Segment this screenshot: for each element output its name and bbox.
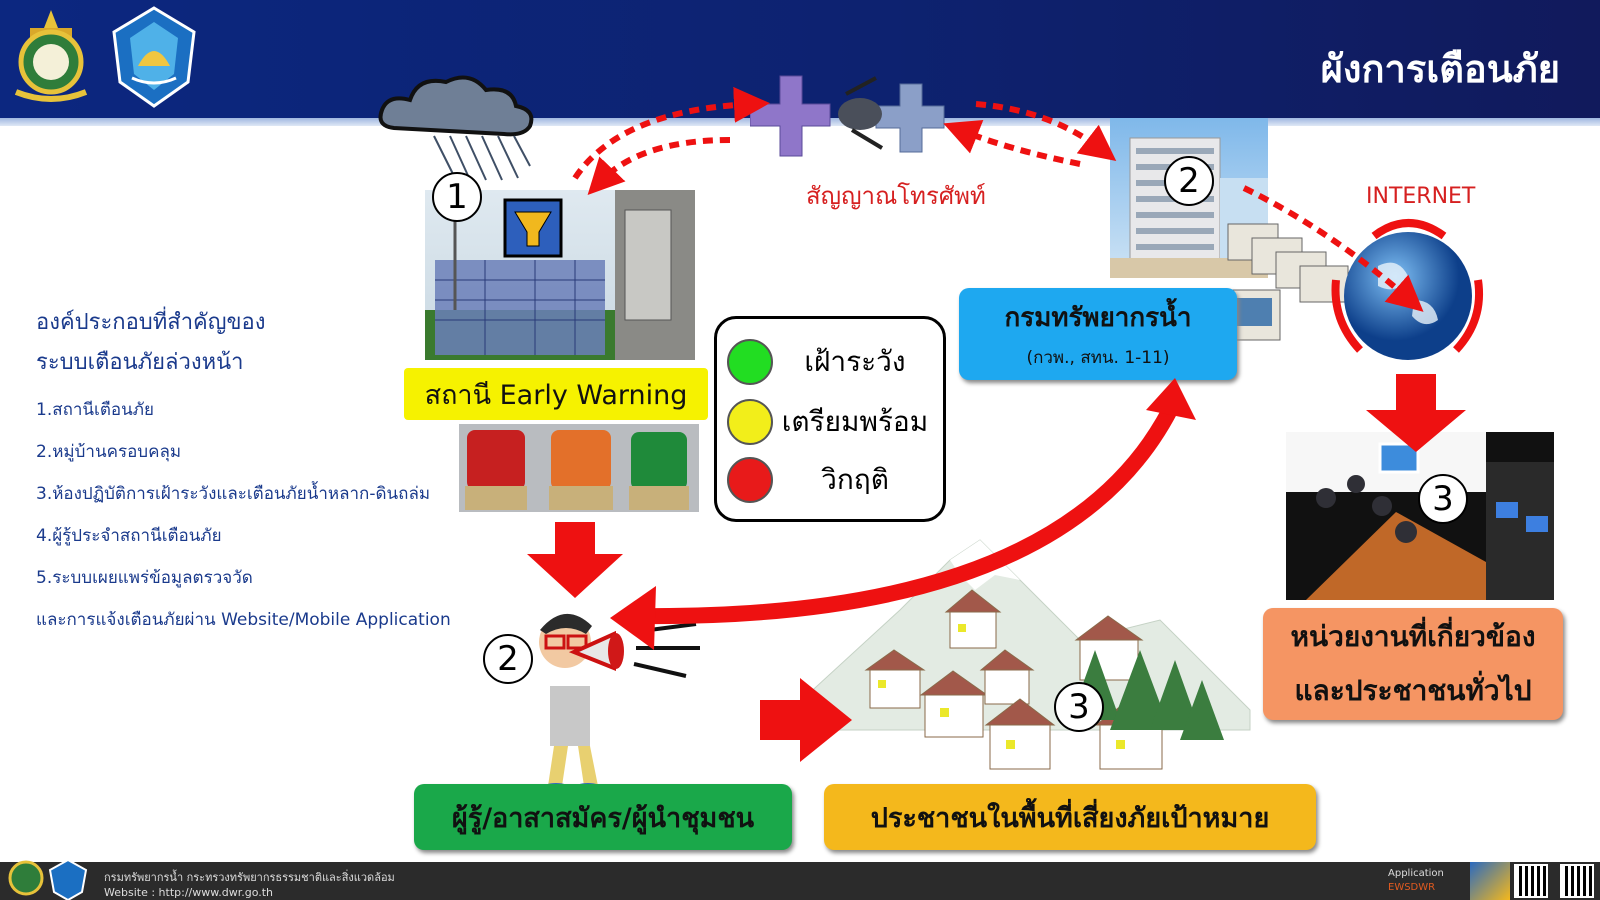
down-arrow-internet-to-agencies xyxy=(1366,374,1466,452)
footer-organization: กรมทรัพยากรน้ำ กระทรวงทรัพยากรธรรมชาติแล… xyxy=(104,871,395,884)
step-number-badge: 1 xyxy=(432,172,482,222)
dashed-arrow-satellite-to-station xyxy=(587,137,731,196)
component-item: 2.หมู่บ้านครอบคลุม xyxy=(36,442,182,462)
department-name: กรมทรัพยากรน้ำ xyxy=(1004,303,1192,333)
footer-bar xyxy=(0,862,1600,900)
legend-label: เฝ้าระวัง xyxy=(804,345,906,378)
alert-level-legend: เฝ้าระวัง เตรียมพร้อม วิกฤติ xyxy=(714,316,946,522)
red-alert-dot-icon xyxy=(727,457,773,503)
curved-arrow-department-to-volunteer xyxy=(639,396,1183,625)
phone-signal-label: สัญญาณโทรศัพท์ xyxy=(806,182,986,210)
mountain-village-illustration xyxy=(780,539,1251,770)
step-number-badge: 2 xyxy=(483,634,533,684)
curved-arrow-head-volunteer xyxy=(610,586,656,650)
royal-emblem-logo xyxy=(6,6,96,106)
yellow-alert-dot-icon xyxy=(727,399,773,445)
footer-app-label: Application xyxy=(1388,868,1444,879)
dashed-arrow-station-to-satellite xyxy=(572,86,770,180)
agencies-label-box: หน่วยงานที่เกี่ยวข้อง และประชาชนทั่วไป xyxy=(1263,608,1563,720)
down-arrow-station-to-volunteer xyxy=(527,522,623,598)
footer-app-name: EWSDWR xyxy=(1388,882,1436,893)
footer-website[interactable]: Website : http://www.dwr.go.th xyxy=(104,886,274,899)
agencies-line2: และประชาชนทั่วไป xyxy=(1294,674,1532,707)
component-item: 4.ผู้รู้ประจำสถานีเตือนภัย xyxy=(36,526,222,546)
satellite-icon xyxy=(750,75,945,157)
department-subunits: (กวพ., สทน. 1-11) xyxy=(1026,348,1170,368)
legend-label: วิกฤติ xyxy=(821,463,889,496)
meeting-room-photo xyxy=(1286,432,1554,600)
siren-lights-photo xyxy=(459,424,699,512)
components-heading-line1: องค์ประกอบที่สำคัญของ xyxy=(36,310,266,335)
station-label: สถานี Early Warning xyxy=(404,368,708,420)
dashed-arrow-department-to-internet xyxy=(1242,185,1424,312)
ews-app-icon[interactable] xyxy=(1470,862,1510,900)
legend-row: เตรียมพร้อม xyxy=(727,399,937,445)
component-item: 1.สถานีเตือนภัย xyxy=(36,400,154,420)
page-title: ผังการเตือนภัย xyxy=(1320,47,1560,91)
green-alert-dot-icon xyxy=(727,339,773,385)
step-number-badge: 3 xyxy=(1418,474,1468,524)
people-label: ประชาชนในพื้นที่เสี่ยงภัยเป้าหมาย xyxy=(824,784,1316,850)
dashed-arrow-department-to-satellite xyxy=(943,119,1081,167)
right-arrow-volunteer-to-village xyxy=(760,678,852,762)
components-heading-line2: ระบบเตือนภัยล่วงหน้า xyxy=(36,350,244,375)
dashed-arrow-satellite-to-department xyxy=(975,101,1117,161)
legend-row: วิกฤติ xyxy=(727,457,937,503)
curved-arrow-head-department xyxy=(1146,378,1196,420)
rain-cloud-icon xyxy=(378,75,534,181)
internet-label: INTERNET xyxy=(1366,184,1476,209)
component-item: และการแจ้งเตือนภัยผ่าน Website/Mobile Ap… xyxy=(36,610,451,630)
legend-row: เฝ้าระวัง xyxy=(727,339,937,385)
component-item: 5.ระบบเผยแพร่ข้อมูลตรวจวัด xyxy=(36,568,253,588)
app-store-qr-code-icon[interactable] xyxy=(1560,864,1594,898)
server-computers-icon xyxy=(1225,223,1349,341)
legend-label: เตรียมพร้อม xyxy=(781,405,929,438)
department-of-water-resources-logo xyxy=(108,6,198,108)
agencies-line1: หน่วยงานที่เกี่ยวข้อง xyxy=(1290,620,1536,653)
component-item: 3.ห้องปฏิบัติการเฝ้าระวังและเตือนภัยน้ำห… xyxy=(36,484,431,504)
department-label-box: กรมทรัพยากรน้ำ (กวพ., สทน. 1-11) xyxy=(959,288,1237,380)
step-number-badge: 3 xyxy=(1054,682,1104,732)
step-number-badge: 2 xyxy=(1164,156,1214,206)
google-play-qr-code-icon[interactable] xyxy=(1514,864,1548,898)
volunteer-label: ผู้รู้/อาสาสมัคร/ผู้นำชุมชน xyxy=(414,784,792,850)
footer-logos xyxy=(8,858,88,900)
